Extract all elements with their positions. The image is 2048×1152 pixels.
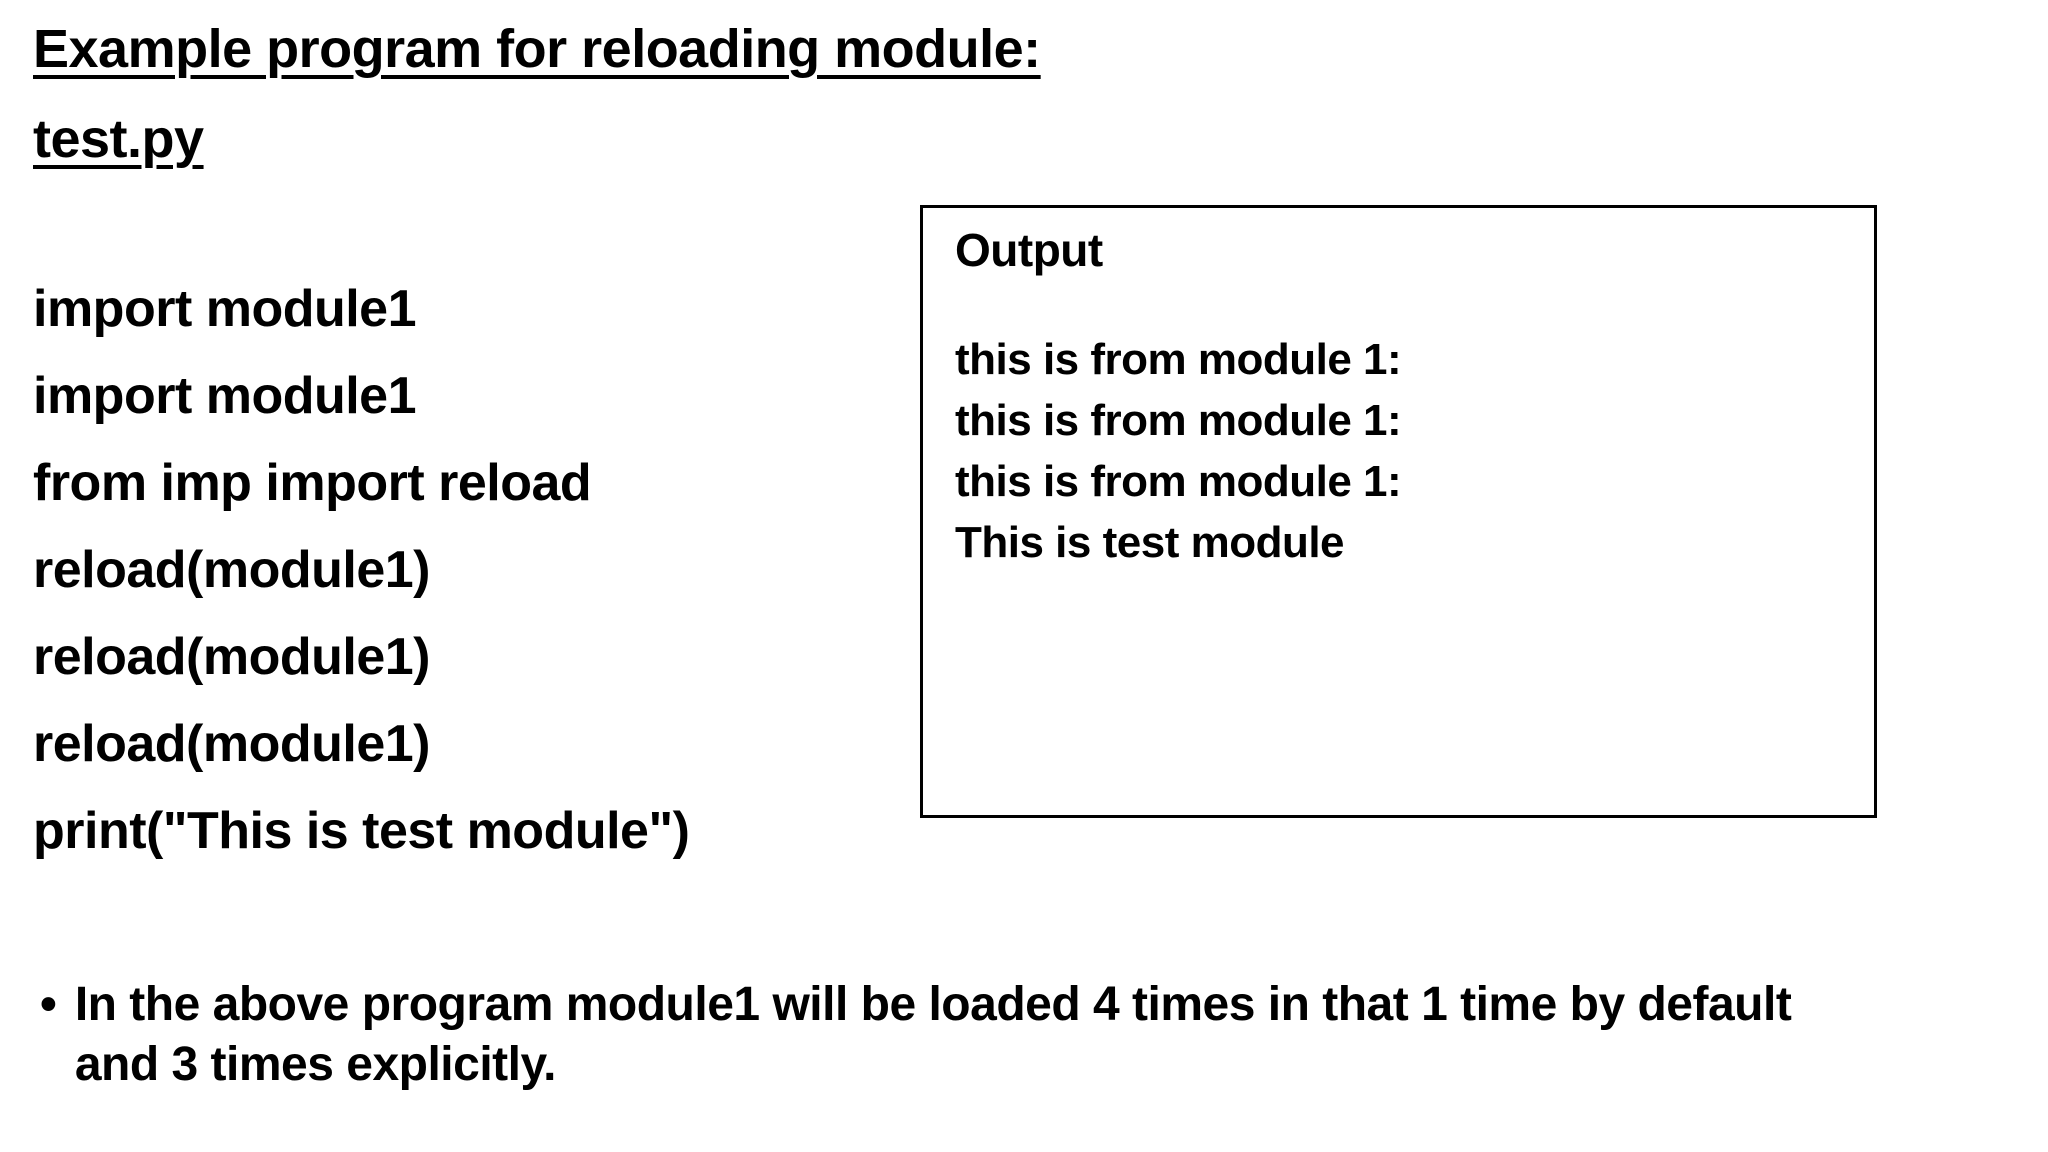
code-line: import module1 <box>33 367 417 425</box>
page-title: Example program for reloading module: <box>33 19 1041 79</box>
output-line: this is from module 1: <box>955 395 1402 445</box>
file-name: test.py <box>33 109 204 169</box>
output-line: this is from module 1: <box>955 334 1402 384</box>
bullet-line: and 3 times explicitly. <box>74 1038 557 1091</box>
code-line: print("This is test module") <box>33 802 690 860</box>
output-lines: this is from module 1: this is from modul… <box>955 329 1874 573</box>
output-box: Output this is from module 1:this is fro… <box>920 205 1877 818</box>
output-line: This is test module <box>955 517 1345 567</box>
output-line: this is from module 1: <box>955 456 1402 506</box>
code-line: reload(module1) <box>33 628 431 686</box>
bullet-line: In the above program module1 will be loa… <box>74 978 1792 1031</box>
code-line: reload(module1) <box>33 541 431 599</box>
output-box-title: Output <box>955 224 1103 276</box>
bullet-point: • In the above program module1 will be l… <box>40 975 1792 1095</box>
code-line: from imp import reload <box>33 454 592 512</box>
bullet-marker: • <box>40 978 57 1031</box>
code-block: import module1 import module1 from imp imp… <box>33 266 690 875</box>
bullet-text: In the above program module1 will be loa… <box>75 975 1792 1095</box>
code-line: reload(module1) <box>33 715 431 773</box>
code-line: import module1 <box>33 280 417 338</box>
